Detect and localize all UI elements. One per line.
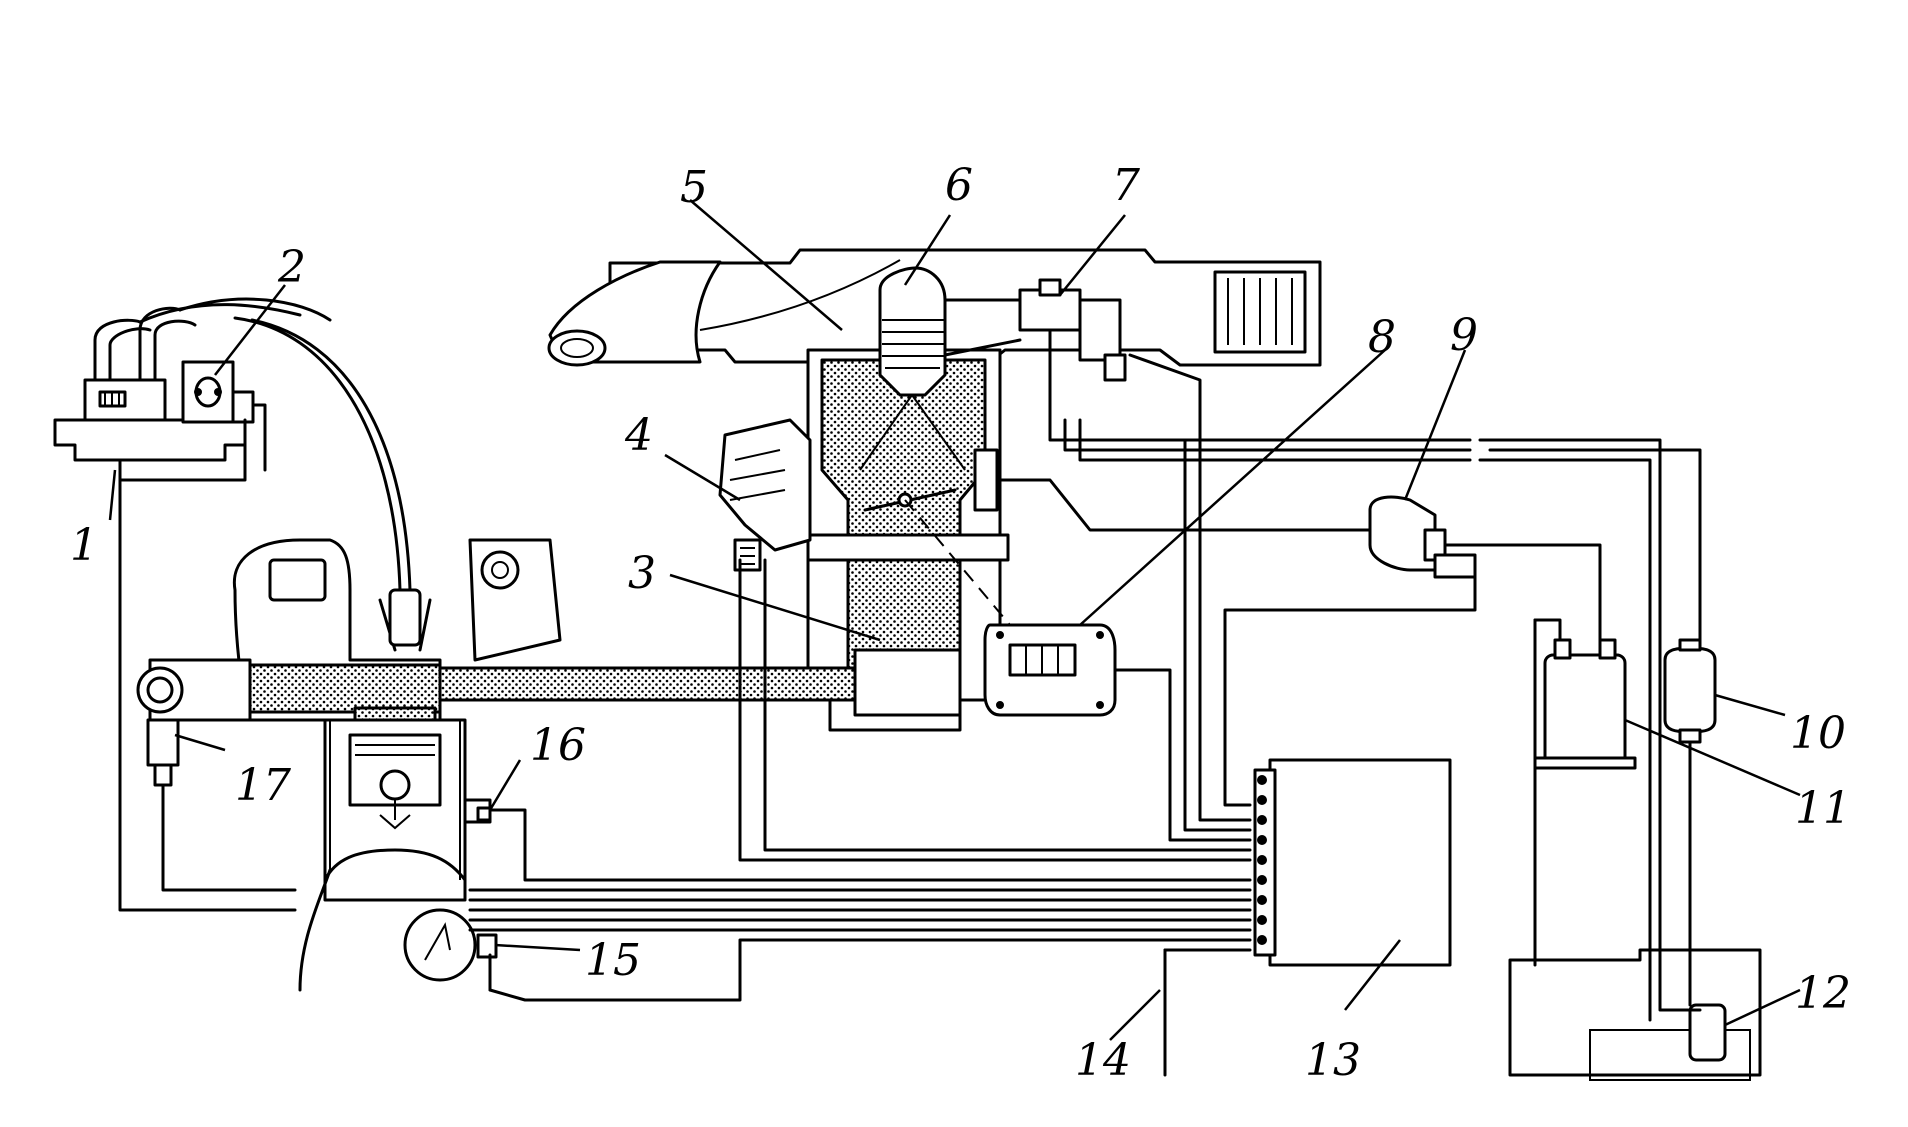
wiring-harness [118,353,1702,1077]
callout-16: 16 [530,720,586,771]
air-intake-housing [547,248,1322,367]
fuel-filter-10 [1663,638,1717,744]
throttle-shaft-link [904,499,1011,626]
callout-13: 13 [1305,1035,1361,1086]
fuel-tank-12 [1508,948,1762,1081]
purge-valve-9 [1368,495,1477,579]
throttle-position-sensor-7 [943,278,1127,422]
coolant-sensor-17 [146,718,180,787]
pressure-sensor-2 [181,360,255,424]
ignition-lead-2 [250,318,412,592]
callout-12: 12 [1795,968,1851,1019]
callout-3: 3 [628,548,656,599]
callout-5: 5 [680,162,708,213]
callout-labels: 1 2 3 4 5 6 7 8 9 10 11 12 13 14 15 16 1… [70,160,1851,1086]
callout-leaders [108,199,1801,1041]
callout-14: 14 [1075,1035,1131,1086]
crankshaft-sensor-15 [403,908,498,992]
diagnostic-unit-8 [983,623,1117,717]
ignition-module [53,297,332,462]
callout-17: 17 [235,760,291,811]
callout-8: 8 [1368,312,1396,363]
callout-10: 10 [1790,708,1846,759]
callout-7: 7 [1112,160,1140,211]
ignition-lead [233,316,402,592]
ecu-13 [1253,758,1452,967]
callout-6: 6 [945,160,973,211]
callout-2: 2 [277,242,306,293]
spark-plug [388,588,422,647]
intake-manifold [438,648,962,717]
callout-1: 1 [70,520,98,571]
charcoal-canister-11 [1533,638,1637,770]
engine-block [136,538,562,992]
callout-4: 4 [624,410,653,461]
callout-11: 11 [1795,783,1851,834]
knock-sensor-16 [463,798,492,824]
callout-9: 9 [1450,310,1478,361]
callout-15: 15 [585,935,641,986]
